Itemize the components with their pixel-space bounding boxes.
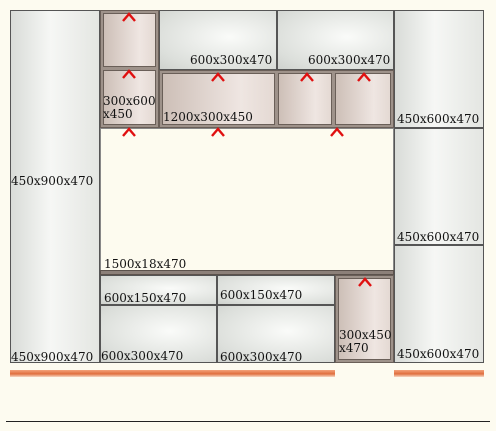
base-small-door (338, 278, 391, 360)
hinge-mark-icon (300, 72, 314, 82)
top-mid-cabinet-2 (277, 10, 394, 70)
hinge-mark-icon (330, 127, 344, 137)
hinge-mark-icon (122, 127, 136, 137)
top-door-a (278, 73, 332, 125)
drawer-b (217, 275, 335, 305)
floor-line (6, 421, 490, 422)
base-cabinet-a (100, 305, 217, 363)
hinge-mark-icon (211, 127, 225, 137)
label-left-tall-bottom: 450x900x470 (11, 350, 94, 364)
top-small-door-upper (103, 13, 156, 67)
plinth-right (394, 370, 484, 377)
shelf-board (100, 270, 394, 275)
hinge-mark-icon (122, 12, 136, 22)
hinge-mark-icon (122, 69, 136, 79)
base-cabinet-b (217, 305, 335, 363)
top-mid-cabinet-1 (159, 10, 277, 70)
right-cabinet-top (394, 10, 484, 128)
label-right-mid: 450x600x470 (397, 230, 480, 244)
label-left-tall-top: 450x900x470 (11, 174, 94, 188)
top-small-door-lower (103, 70, 156, 125)
label-top-long: 1200x300x450 (163, 110, 253, 124)
hinge-mark-icon (211, 72, 225, 82)
label-drawer-a: 600x150x470 (104, 291, 187, 305)
label-top-mid-1: 600x300x470 (190, 53, 273, 67)
label-right-top: 450x600x470 (397, 112, 480, 126)
right-cabinet-mid (394, 128, 484, 245)
open-center-area (100, 128, 394, 271)
hinge-mark-icon (358, 277, 372, 287)
label-base-small-text: 300x450 x470 (339, 328, 392, 355)
drawer-a (100, 275, 217, 305)
label-base-small: 300x450 x470 (339, 329, 395, 355)
left-tall-cabinet (10, 10, 100, 363)
label-base-b: 600x300x470 (220, 350, 303, 364)
label-base-a: 600x300x470 (101, 349, 184, 363)
label-top-small: 300x600 x450 (103, 95, 161, 121)
label-right-bottom: 450x600x470 (397, 347, 480, 361)
label-top-small-text: 300x600 x450 (103, 94, 156, 121)
plinth-left (10, 370, 335, 377)
label-top-mid-2: 600x300x470 (308, 53, 391, 67)
label-shelf: 1500x18x470 (104, 257, 187, 271)
hinge-mark-icon (357, 72, 371, 82)
right-cabinet-bottom (394, 245, 484, 363)
label-drawer-b: 600x150x470 (220, 288, 303, 302)
